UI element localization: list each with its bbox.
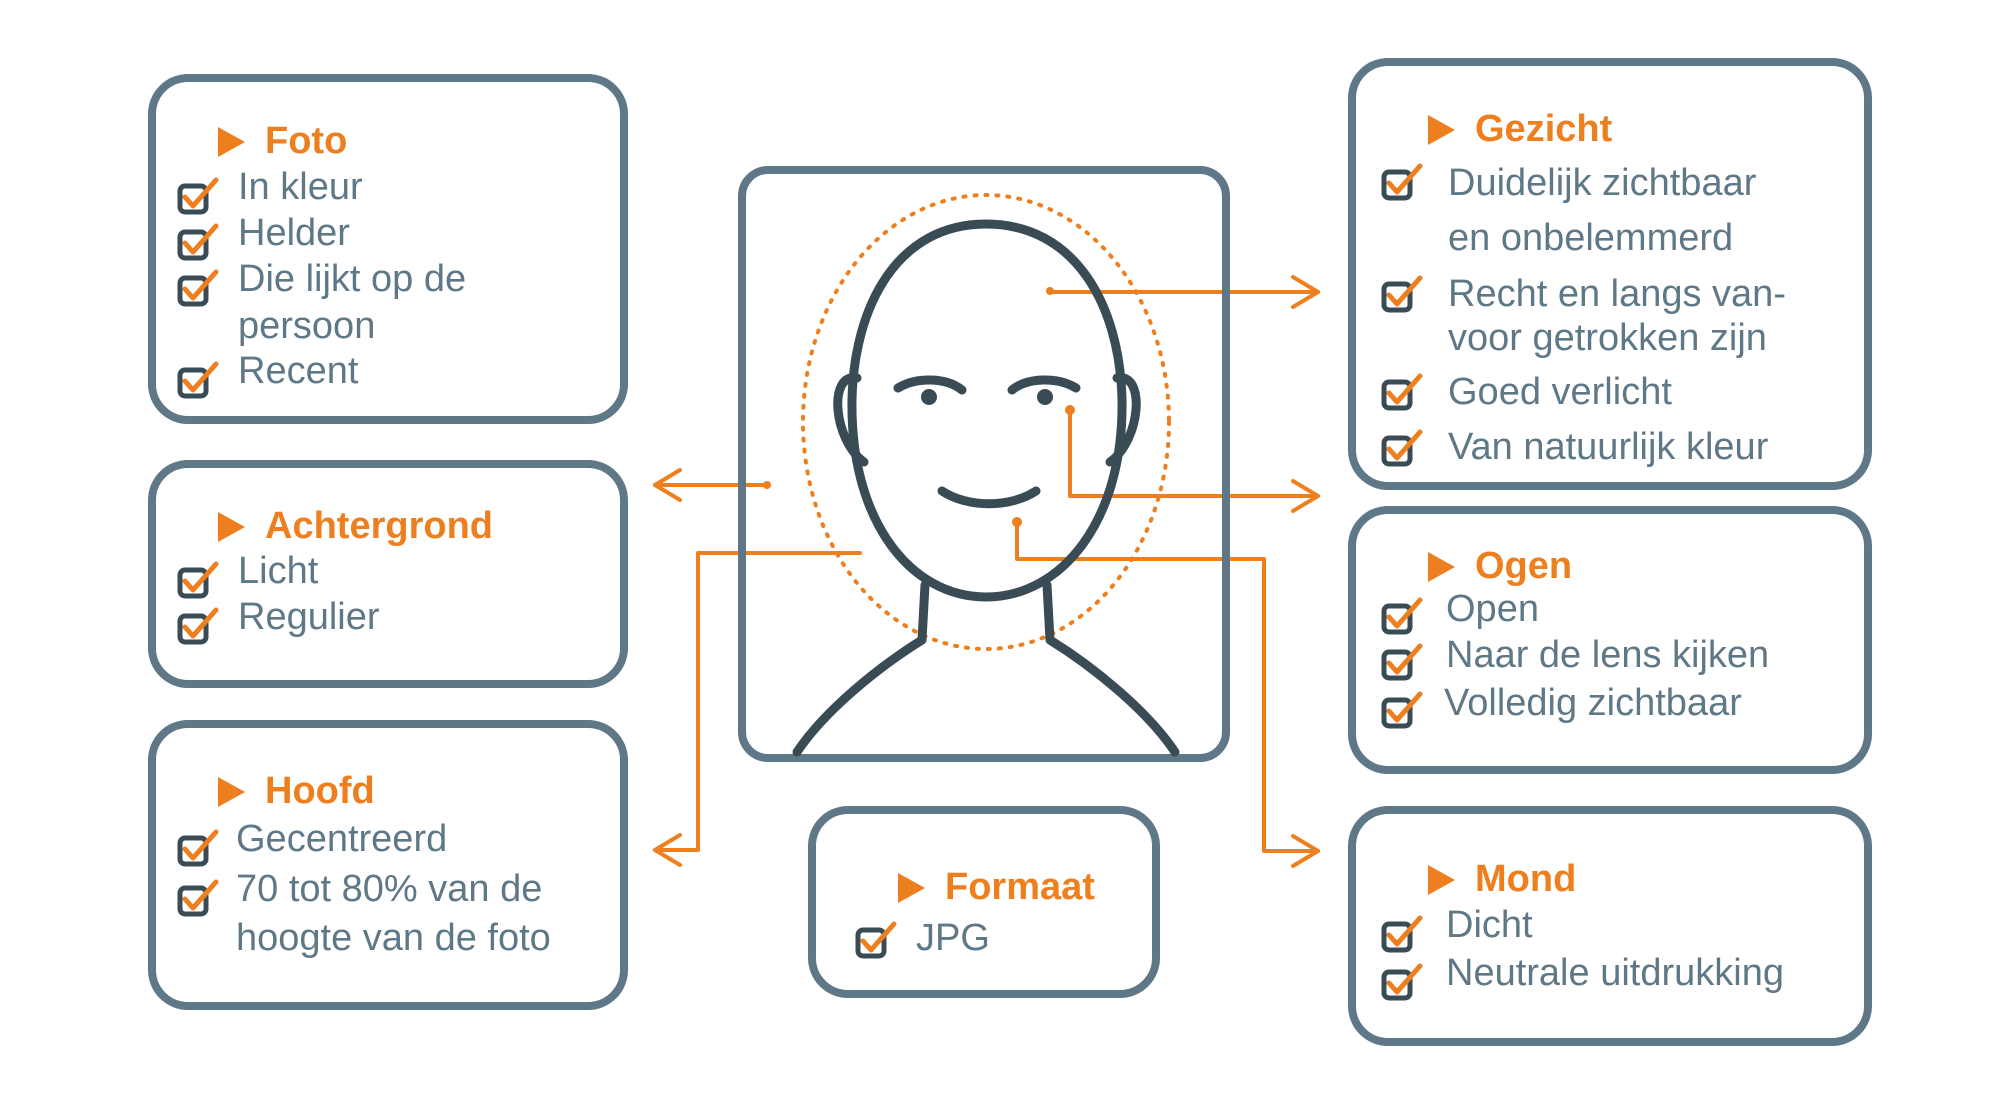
checkbox-checked-icon [1380, 428, 1424, 470]
gezicht-item: Goed verlicht [1448, 371, 1672, 413]
connector-dot-achtergrond [763, 481, 771, 489]
arrowhead-achtergrond [653, 468, 682, 502]
formaat-title: Formaat [945, 866, 1095, 908]
connector-dot-ogen [1065, 405, 1075, 415]
left-ear [833, 373, 869, 467]
foto-item-continued: persoon [238, 305, 376, 347]
formaat-heading: Formaat [898, 866, 1095, 909]
achtergrond-heading: Achtergrond [218, 505, 493, 548]
mond-item: Dicht [1446, 904, 1533, 946]
arrowhead-hoofd [653, 833, 682, 867]
play-triangle-icon [1428, 864, 1455, 895]
foto-title: Foto [265, 120, 348, 162]
hoofd-item: Gecentreerd [236, 818, 448, 860]
gezicht-heading: Gezicht [1428, 108, 1612, 151]
connector-dot-gezicht [1046, 287, 1054, 295]
portrait-frame [738, 166, 1230, 762]
gezicht-item-continued: en onbelemmerd [1448, 217, 1734, 259]
mouth [937, 486, 1041, 509]
connector-dot-mond [1012, 517, 1022, 527]
checkbox-checked-icon [176, 176, 220, 218]
checkbox-checked-icon [176, 878, 220, 920]
hoofd-item-continued: hoogte van de foto [236, 917, 551, 959]
foto-item: Recent [238, 350, 359, 392]
head-outline [847, 219, 1127, 602]
checkbox-checked-icon [176, 360, 220, 402]
checkbox-checked-icon [176, 268, 220, 310]
ogen-title: Ogen [1475, 545, 1573, 587]
right-ear [1105, 373, 1141, 467]
achtergrond-item: Licht [238, 550, 319, 592]
gezicht-item: Recht en langs van- [1448, 273, 1786, 315]
foto-item: Die lijkt op de [238, 258, 467, 300]
arrowhead-ogen [1291, 479, 1320, 513]
ogen-item: Open [1446, 588, 1539, 630]
checkbox-checked-icon [176, 560, 220, 602]
card-hoofd [148, 720, 628, 1010]
checkbox-checked-icon [1380, 642, 1424, 684]
foto-heading: Foto [218, 120, 347, 163]
play-triangle-icon [1428, 551, 1455, 582]
connector-ogen [1068, 408, 1320, 498]
play-triangle-icon [898, 872, 925, 903]
card-ogen [1348, 506, 1872, 774]
formaat-item: JPG [916, 917, 990, 959]
checkbox-checked-icon [854, 920, 898, 962]
hoofd-heading: Hoofd [218, 770, 375, 813]
foto-item: Helder [238, 212, 350, 254]
checkbox-checked-icon [1380, 274, 1424, 316]
mond-heading: Mond [1428, 858, 1576, 901]
hoofd-item: 70 tot 80% van de [236, 868, 543, 910]
play-triangle-icon [218, 126, 245, 157]
neck-left [792, 580, 930, 757]
left-eye [921, 389, 937, 405]
gezicht-item: Van natuurlijk kleur [1448, 426, 1769, 468]
face-guide-oval [801, 193, 1171, 651]
checkbox-checked-icon [1380, 372, 1424, 414]
checkbox-checked-icon [176, 222, 220, 264]
checkbox-checked-icon [1380, 162, 1424, 204]
achtergrond-item: Regulier [238, 596, 380, 638]
checkbox-checked-icon [1380, 962, 1424, 1004]
checkbox-checked-icon [1380, 596, 1424, 638]
right-eyebrow [1007, 375, 1081, 395]
connector-hoofd [653, 551, 862, 852]
hoofd-title: Hoofd [265, 770, 375, 812]
checkbox-checked-icon [1380, 690, 1424, 732]
ogen-item: Volledig zichtbaar [1444, 682, 1742, 724]
play-triangle-icon [218, 776, 245, 807]
mond-item: Neutrale uitdrukking [1446, 952, 1784, 994]
left-eyebrow [893, 375, 967, 395]
gezicht-item-continued: voor getrokken zijn [1448, 317, 1767, 359]
ogen-item: Naar de lens kijken [1446, 634, 1770, 676]
neck-right [1042, 580, 1180, 757]
play-triangle-icon [218, 511, 245, 542]
gezicht-title: Gezicht [1475, 108, 1613, 150]
gezicht-item: Duidelijk zichtbaar [1448, 162, 1757, 204]
checkbox-checked-icon [176, 606, 220, 648]
checkbox-checked-icon [176, 828, 220, 870]
achtergrond-title: Achtergrond [265, 505, 493, 547]
checkbox-checked-icon [1380, 914, 1424, 956]
card-achtergrond [148, 460, 628, 688]
right-eye [1037, 389, 1053, 405]
connector-mond [1015, 520, 1320, 853]
foto-item: In kleur [238, 166, 363, 208]
arrowhead-gezicht [1291, 275, 1320, 309]
card-formaat [808, 806, 1160, 998]
card-mond [1348, 806, 1872, 1046]
mond-title: Mond [1475, 858, 1577, 900]
arrowhead-mond [1291, 834, 1320, 868]
play-triangle-icon [1428, 114, 1455, 145]
ogen-heading: Ogen [1428, 545, 1572, 588]
